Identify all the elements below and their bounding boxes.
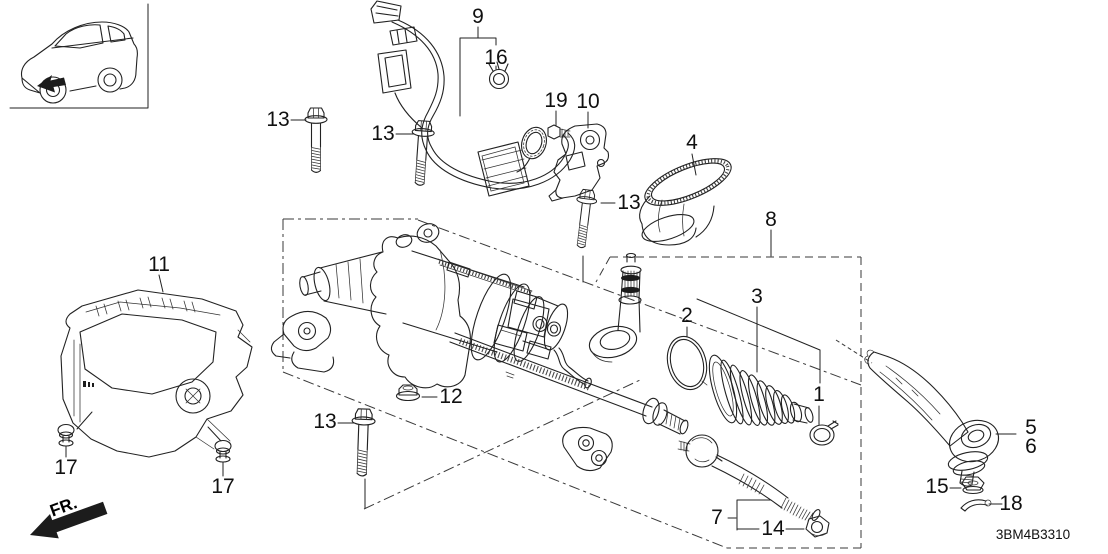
gear-box-assembly-drawing <box>270 223 689 472</box>
boot-clamp-drawing <box>809 420 839 446</box>
flange-bolt-drawings <box>304 107 599 477</box>
callout-leader-lines <box>65 26 1017 531</box>
callout-18[interactable]: 18 <box>999 492 1022 515</box>
front-direction-indicator: FR. <box>30 493 108 539</box>
front-arrow-icon <box>30 501 108 539</box>
callout-4[interactable]: 4 <box>686 131 698 154</box>
callout-14[interactable]: 14 <box>761 517 785 540</box>
wire-harness-drawing <box>370 0 576 197</box>
rack-end-nut-drawing <box>805 515 830 538</box>
callout-17a[interactable]: 17 <box>54 456 77 479</box>
heat-baffle-drawing <box>60 289 253 458</box>
callout-13b[interactable]: 13 <box>371 122 394 145</box>
vehicle-location-inset <box>9 3 149 109</box>
harness-ecu-connector <box>477 141 530 197</box>
callout-3[interactable]: 3 <box>751 285 763 308</box>
steering-rack-bar <box>449 332 689 435</box>
vehicle-outline-drawing <box>20 21 138 104</box>
pinion-shaft <box>588 252 642 363</box>
callout-15[interactable]: 15 <box>925 475 948 498</box>
callout-16[interactable]: 16 <box>484 46 507 69</box>
callout-8[interactable]: 8 <box>765 208 777 231</box>
inset-frame <box>9 3 149 109</box>
boot-set-dash-box <box>595 256 862 549</box>
harness-clip-drawing <box>488 61 510 90</box>
callout-2[interactable]: 2 <box>681 304 693 327</box>
cotter-pin-drawing <box>960 499 992 512</box>
tie-rod-end-drawing <box>864 349 1000 487</box>
callout-13a[interactable]: 13 <box>266 108 289 131</box>
harness-round-connector <box>516 126 547 173</box>
rack-boot-drawing <box>708 354 814 427</box>
callout-6[interactable]: 6 <box>1025 435 1037 458</box>
inner-tie-rod-drawing <box>677 434 821 522</box>
location-arrow-icon <box>37 75 66 93</box>
callout-9[interactable]: 9 <box>472 5 484 28</box>
callout-labels: 9 16 19 10 4 13 13 13 13 8 11 3 2 1 12 5… <box>54 5 1037 540</box>
boot-ring-drawing <box>666 335 708 391</box>
reference-dash-lines <box>282 218 873 549</box>
callout-17b[interactable]: 17 <box>211 475 234 498</box>
sensor-bolt-drawing <box>547 124 571 140</box>
callout-13c[interactable]: 13 <box>617 191 640 214</box>
callout-10[interactable]: 10 <box>576 90 599 113</box>
callout-7[interactable]: 7 <box>711 506 723 529</box>
valve-sensor-block <box>493 290 592 389</box>
diagram-code: 3BM4B3310 <box>996 527 1070 542</box>
castle-nut-drawing <box>961 476 985 495</box>
callout-1[interactable]: 1 <box>813 383 825 406</box>
callout-11[interactable]: 11 <box>148 253 170 276</box>
harness-bracket-drawing <box>548 123 610 202</box>
lower-mount-boss <box>562 426 613 472</box>
callout-19[interactable]: 19 <box>544 89 567 112</box>
left-mount-bracket <box>270 310 335 373</box>
grommet-drawing <box>639 158 732 246</box>
callout-5[interactable]: 5 <box>1025 416 1037 439</box>
callout-13d[interactable]: 13 <box>313 410 336 433</box>
callout-12[interactable]: 12 <box>439 385 462 408</box>
lock-nut-drawing <box>395 384 421 402</box>
